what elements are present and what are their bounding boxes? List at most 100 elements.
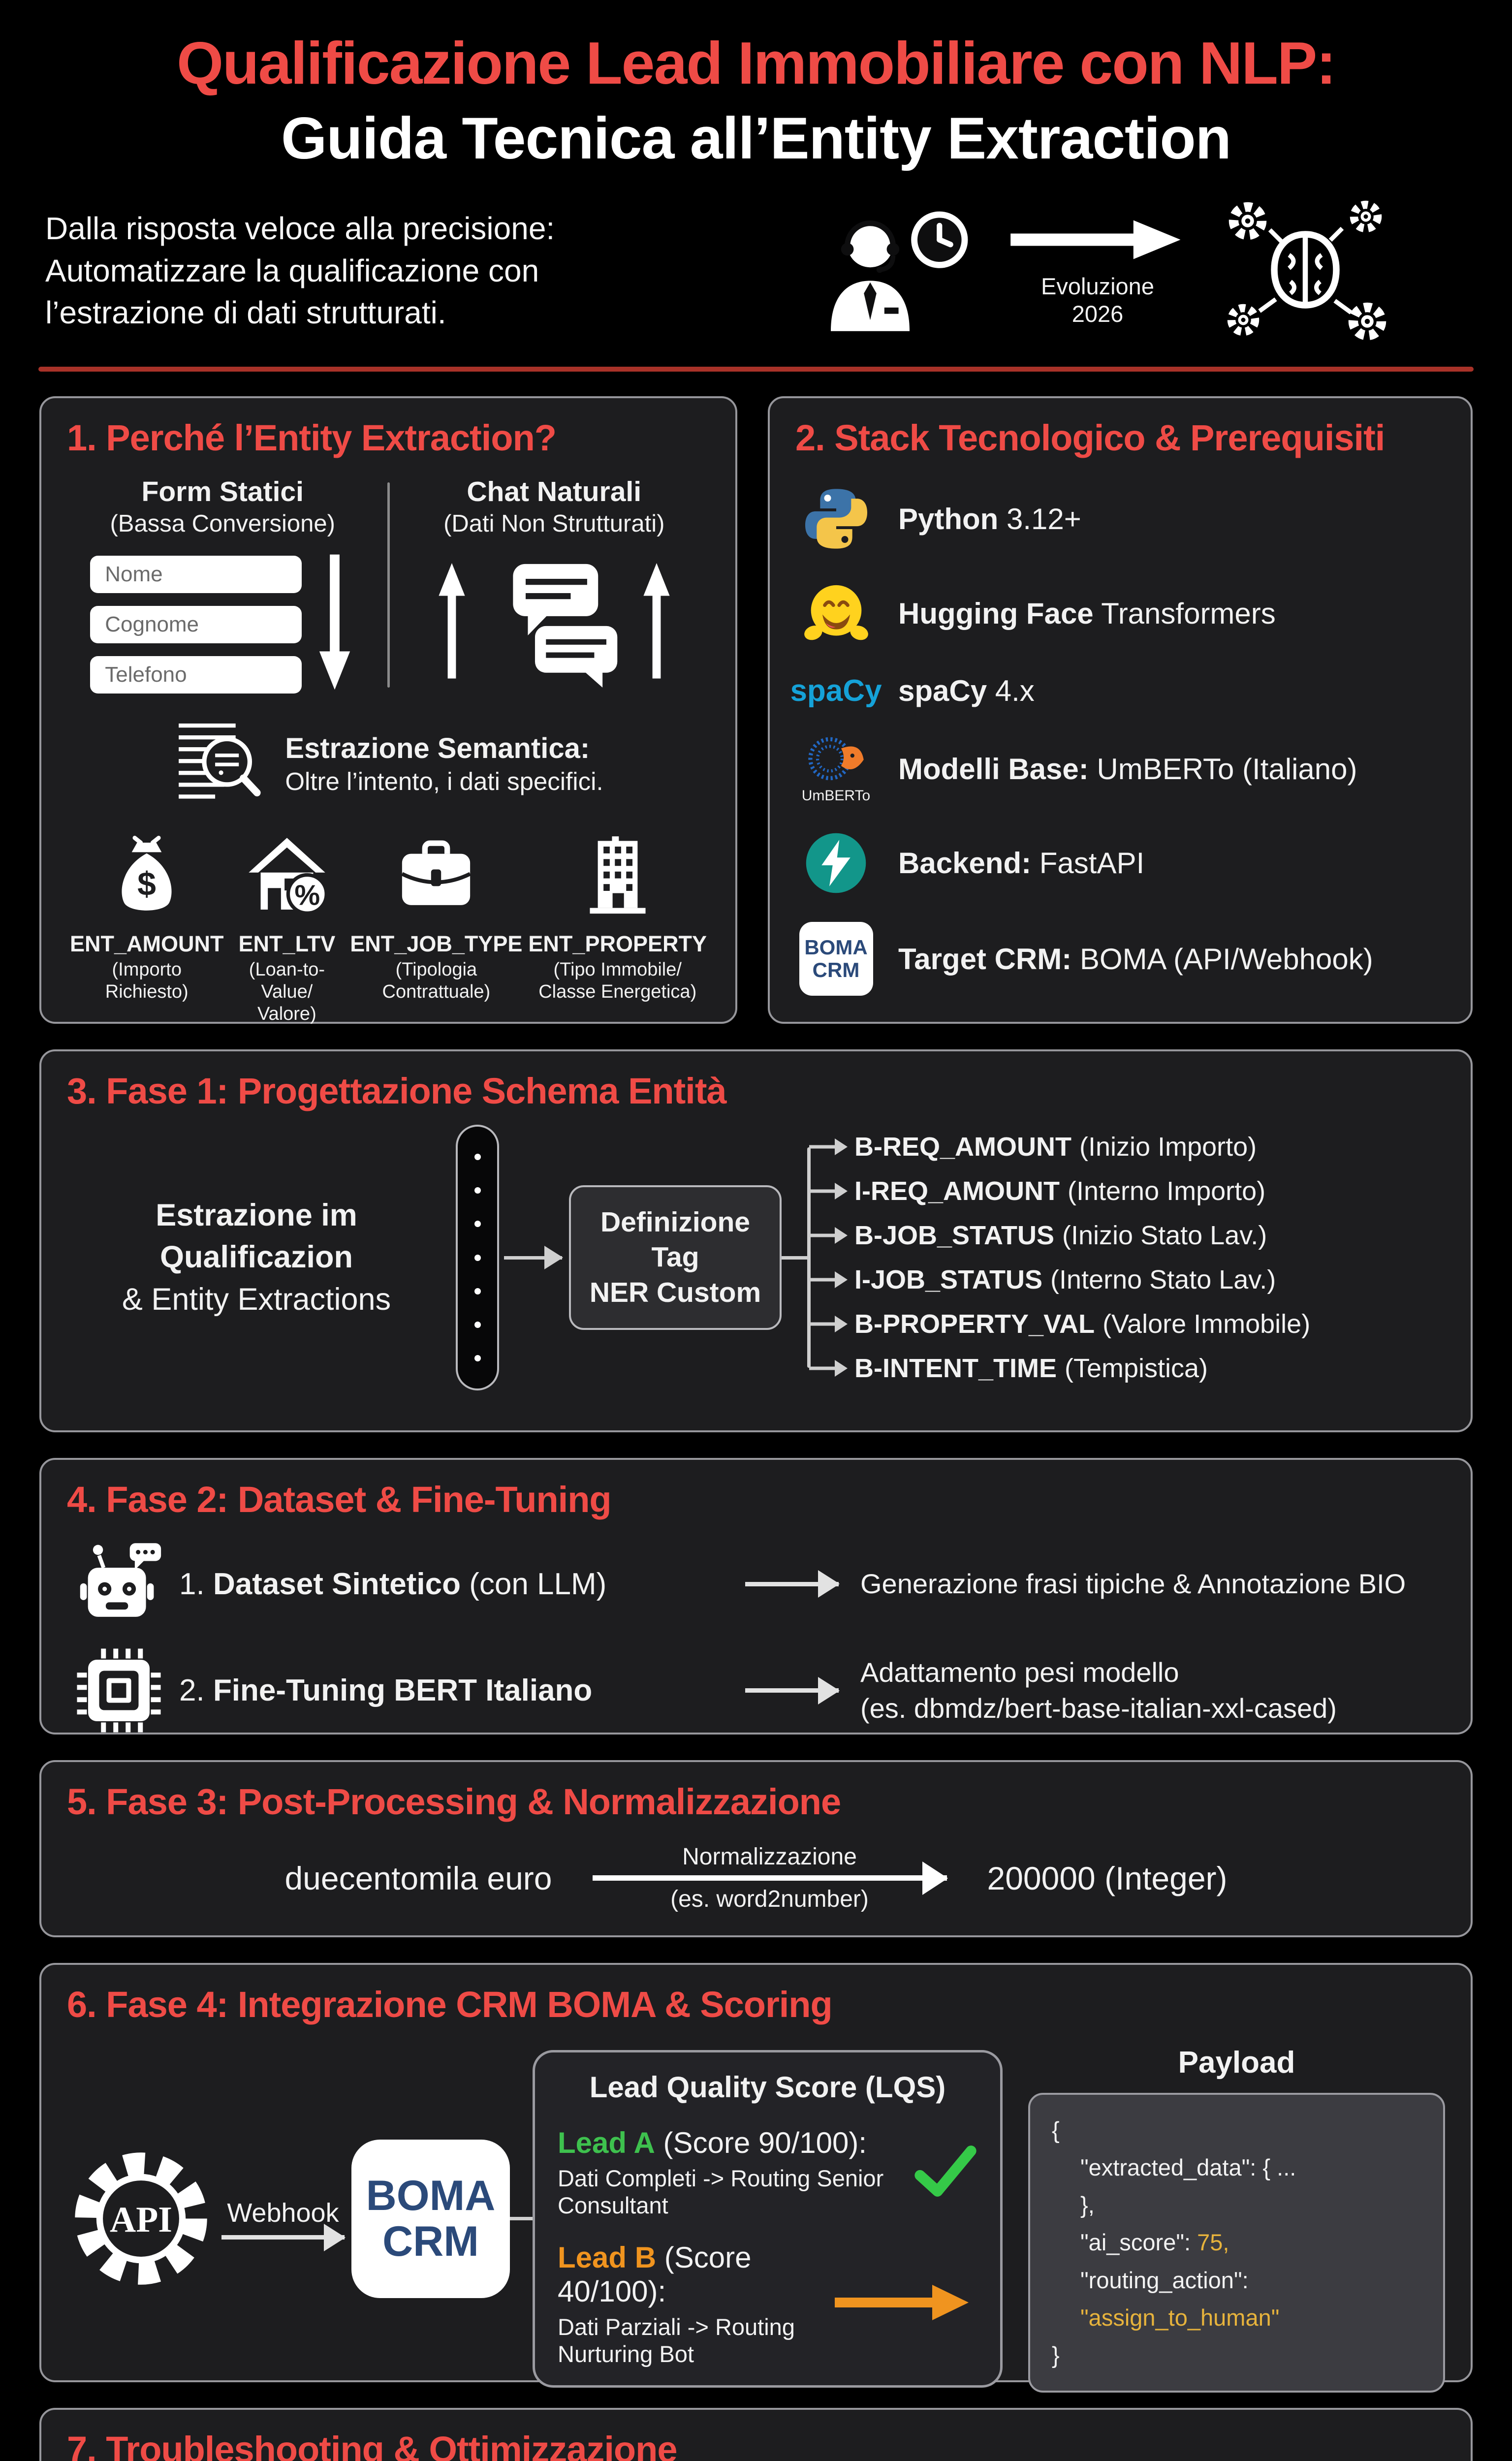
tag-row: B-REQ_AMOUNT(Inizio Importo)	[854, 1125, 1445, 1169]
umberto-caption: UmBERTo	[801, 788, 871, 804]
dataset-row: 1. Dataset Sintetico (con LLM) Generazio…	[67, 1542, 1445, 1626]
svg-text:%: %	[294, 879, 320, 911]
header: Qualificazione Lead Immobiliare con NLP:…	[0, 0, 1512, 372]
stack-bold: Modelli Base:	[898, 753, 1089, 786]
json-line: "ai_score": 75,	[1052, 2224, 1421, 2261]
boma-crm-box: BOMA CRM	[351, 2139, 510, 2298]
red-divider	[38, 367, 1474, 372]
entity-name: ENT_JOB_TYPE	[350, 931, 523, 956]
stack-item-spacy: spaCy spaCy 4.x	[790, 673, 1445, 708]
stack-item-fastapi: Backend: FastAPI	[795, 830, 1445, 896]
evolution-line1: Evoluzione	[1041, 273, 1154, 299]
form-field-cognome: Cognome	[90, 605, 302, 643]
ner-definition-box: Definizione Tag NER Custom	[569, 1185, 782, 1330]
stack-rest: Transformers	[1093, 597, 1276, 630]
entity-name: ENT_LTV	[238, 931, 336, 956]
result-line1: Adattamento pesi modello	[860, 1656, 1179, 1688]
semantic-title: Estrazione Semantica:	[285, 732, 590, 764]
ner-tags-list: B-REQ_AMOUNT(Inizio Importo) I-REQ_AMOUN…	[807, 1125, 1445, 1390]
entity-job-type: ENT_JOB_TYPE (Tipologia Contrattuale)	[347, 834, 525, 1025]
section-why-entity-extraction: 1. Perché l’Entity Extraction? Form Stat…	[39, 396, 737, 1024]
form-field-nome: Nome	[90, 555, 302, 593]
briefcase-icon	[394, 840, 478, 920]
webhook-label: Webhook	[227, 2198, 339, 2228]
section7-heading: 7. Troubleshooting & Ottimizzazione	[67, 2429, 677, 2461]
json-line: {	[1052, 2117, 1060, 2143]
fastapi-icon	[795, 830, 877, 896]
stack-item-python: Python 3.12+	[795, 484, 1445, 553]
boma-crm-logo: BOMA CRM	[795, 922, 877, 996]
lead-b-score: (Score 40/100):	[558, 2240, 752, 2308]
section-dataset-finetuning: 4. Fase 2: Dataset & Fine-Tuning 1. Data…	[39, 1458, 1473, 1735]
step-rest: (con LLM)	[460, 1567, 607, 1601]
lead-b-row: Lead B (Score 40/100): Dati Parziali -> …	[558, 2240, 977, 2367]
tag-row: B-INTENT_TIME (Tempistica)	[854, 1346, 1445, 1390]
semantic-search-icon	[173, 717, 264, 811]
finetuning-row: 2. Fine-Tuning BERT Italiano Adattamento…	[67, 1647, 1445, 1734]
semantic-subtitle: Oltre l’intento, i dati specifici.	[285, 767, 603, 795]
stack-item-boma: BOMA CRM Target CRM: BOMA (API/Webhook)	[795, 922, 1445, 996]
subtitle-line2: Automatizzare la qualificazione con	[45, 252, 539, 288]
tag-name: B-INTENT_TIME	[854, 1354, 1057, 1383]
stack-bold: Hugging Face	[898, 597, 1094, 630]
ner-box-line1: Definizione Tag	[600, 1206, 750, 1273]
dataset-step-label: 1. Dataset Sintetico (con LLM)	[179, 1567, 745, 1602]
tag-desc: (Interno Importo)	[1068, 1176, 1266, 1206]
json-key: "ai_score":	[1080, 2229, 1197, 2256]
svg-text:API: API	[109, 2199, 172, 2240]
section-crm-integration: 6. Fase 4: Integrazione CRM BOMA & Scori…	[39, 1963, 1473, 2393]
python-icon	[795, 484, 877, 553]
dataset-result-label: Generazione frasi tipiche & Annotazione …	[860, 1568, 1406, 1599]
json-key: "routing_action":	[1080, 2267, 1249, 2293]
json-line: "extracted_data": { ...	[1080, 2154, 1296, 2181]
subtitle-line1: Dalla risposta veloce alla precisione:	[45, 210, 555, 246]
header-subtitle-row: Dalla risposta veloce alla precisione: A…	[45, 196, 1467, 346]
tag-row: B-PROPERTY_VAL(Valore Immobile)	[854, 1302, 1445, 1346]
section3-heading: 3. Fase 1: Progettazione Schema Entità	[67, 1071, 727, 1111]
chat-bubbles-icon	[483, 555, 626, 691]
entity-list-pill	[456, 1125, 499, 1390]
connector-line	[782, 1256, 807, 1260]
stack-rest: 4.x	[987, 674, 1035, 707]
arrow-right-icon	[221, 2235, 345, 2240]
stack-bold: Target CRM:	[898, 942, 1072, 976]
entity-desc: (Loan-to-Value/ Valore)	[249, 959, 325, 1024]
page-title-line2: Guida Tecnica all’Entity Extraction	[281, 105, 1231, 171]
evolution-label: Evoluzione 2026	[1041, 273, 1154, 328]
entity-desc: (Tipo Immobile/ Classe Energetica)	[538, 959, 697, 1002]
stack-bold: Backend:	[898, 847, 1032, 880]
section6-heading: 6. Fase 4: Integrazione CRM BOMA & Scori…	[67, 1984, 833, 2025]
arrow-right-icon	[745, 1581, 839, 1586]
webhook-arrow: Webhook	[221, 2198, 345, 2240]
arrow-label-bottom: (es. word2number)	[670, 1886, 869, 1912]
lead-b-desc: Dati Parziali -> Routing Nurturing Bot	[558, 2313, 795, 2367]
tag-row: I-REQ_AMOUNT(Interno Importo)	[854, 1169, 1445, 1213]
lead-b-name: Lead B	[558, 2240, 657, 2274]
tag-name: B-REQ_AMOUNT	[854, 1132, 1071, 1162]
brain-gears-icon	[1223, 196, 1388, 346]
entity-property: ENT_PROPERTY (Tipo Immobile/ Classe Ener…	[525, 834, 710, 1025]
boma-line2: CRM	[812, 958, 860, 981]
section-tech-stack: 2. Stack Tecnologico & Prerequisiti Pyth…	[768, 396, 1473, 1024]
stack-rest: FastAPI	[1031, 847, 1145, 880]
tag-desc: (Valore Immobile)	[1102, 1309, 1311, 1339]
section-schema-design: 3. Fase 1: Progettazione Schema Entità E…	[39, 1049, 1473, 1432]
connector-line	[510, 2217, 533, 2221]
extraction-source-label: Estrazione im Qualificazion & Entity Ext…	[67, 1195, 446, 1320]
arrow-label-top: Normalizzazione	[682, 1844, 857, 1870]
lead-a-desc: Dati Completi -> Routing Senior Consulta…	[558, 2165, 884, 2218]
section5-heading: 5. Fase 3: Post-Processing & Normalizzaz…	[67, 1781, 841, 1822]
tag-desc: (Interno Stato Lav.)	[1050, 1265, 1276, 1294]
stack-rest: BOMA (API/Webhook)	[1071, 942, 1373, 976]
stack-text: Modelli Base: UmBERTo (Italiano)	[898, 752, 1357, 786]
subtitle-line3: l’estrazione di dati strutturati.	[45, 295, 446, 331]
json-line: }	[1052, 2341, 1060, 2368]
money-bag-icon: $	[110, 836, 184, 920]
json-value: 75,	[1197, 2229, 1229, 2256]
section-troubleshooting: 7. Troubleshooting & Ottimizzazione Conf…	[39, 2408, 1473, 2461]
chat-title: Chat Naturali	[467, 476, 642, 507]
normalization-input: duecentomila euro	[284, 1860, 552, 1896]
tag-desc: (Tempistica)	[1065, 1354, 1208, 1383]
orange-arrow-icon	[830, 2278, 977, 2330]
stack-rest: 3.12+	[998, 502, 1081, 536]
